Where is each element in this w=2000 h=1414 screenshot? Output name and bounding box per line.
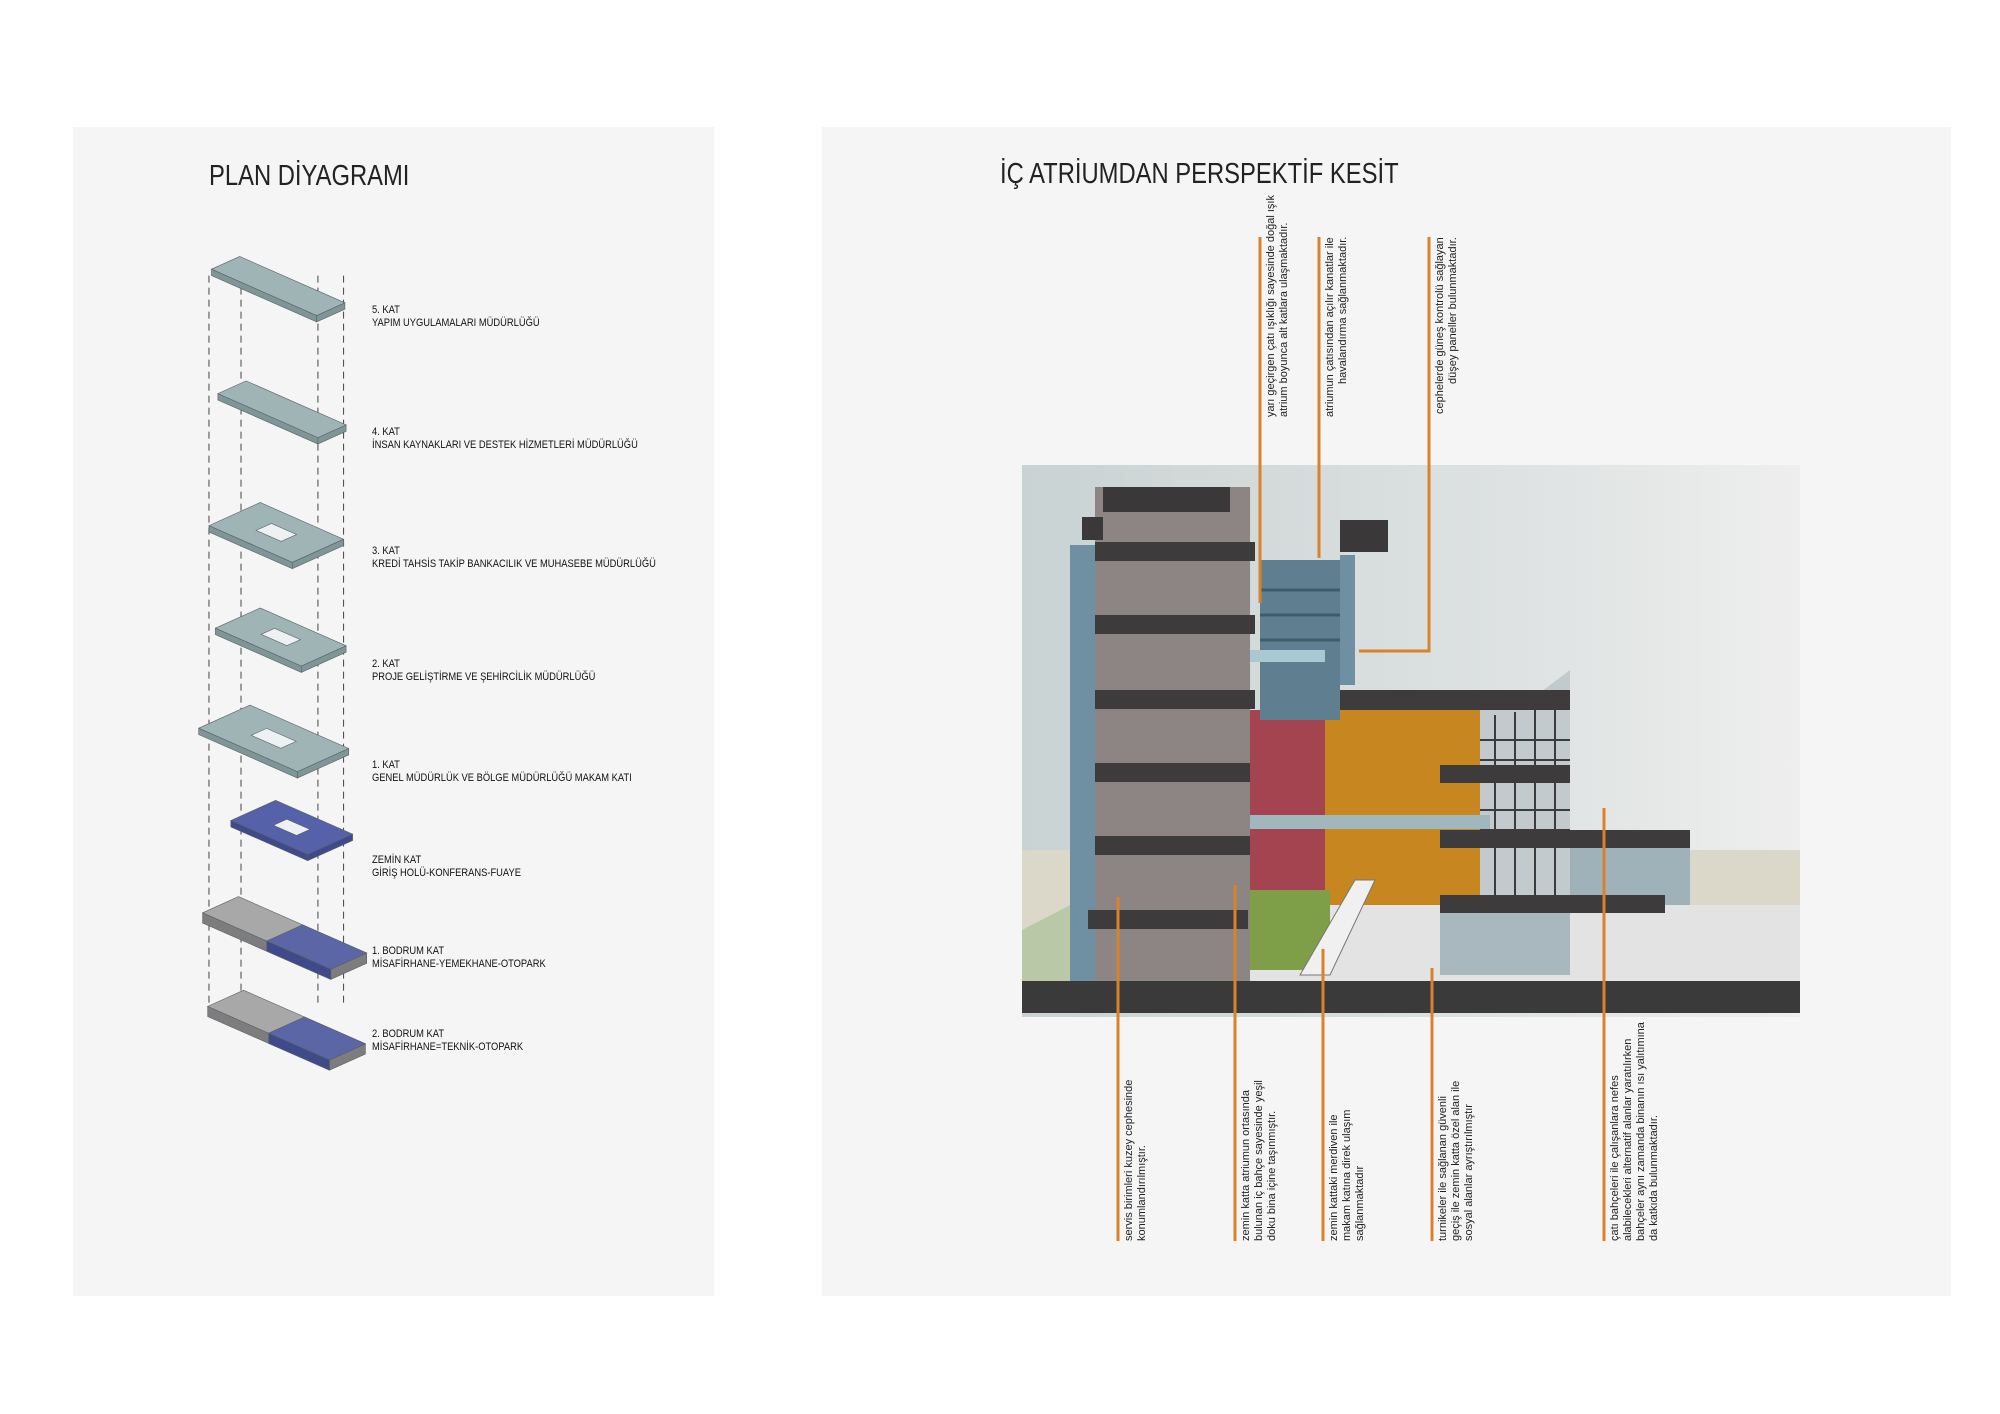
- roof-cap: [1103, 487, 1230, 512]
- basement-blue-side: [266, 940, 332, 980]
- atrium-balustrade: [1250, 650, 1325, 662]
- window-grid: [1480, 690, 1570, 900]
- atrium-void: [250, 728, 297, 749]
- slab: [1440, 765, 1570, 783]
- atrium-void: [255, 523, 298, 542]
- balcony-glass: [1250, 815, 1490, 829]
- ground-section-bar: [1022, 981, 1800, 1013]
- section-perspective-title: İÇ ATRİUMDAN PERSPEKTİF KESİT: [1000, 158, 1399, 190]
- floor-plate-1: [217, 380, 347, 438]
- atrium-void: [272, 818, 311, 836]
- roof-cap-left: [1082, 517, 1103, 540]
- atrium-column: [1340, 555, 1355, 685]
- roof-cap-right: [1340, 520, 1388, 552]
- stair: [1299, 879, 1376, 976]
- tower-side-blue: [1070, 545, 1095, 1000]
- slab: [1340, 690, 1570, 710]
- plan-diagram-panel: [73, 127, 714, 1296]
- floor-plate-0: [210, 256, 346, 316]
- annotation-skylight: yarı geçirgen çatı ışıklığı sayesinde do…: [1265, 195, 1290, 417]
- atrium-void: [260, 627, 302, 647]
- landscape-left: [1022, 900, 1080, 985]
- annotation-leader-lines: [1116, 237, 1606, 1241]
- slab: [1440, 830, 1690, 848]
- slab: [1440, 895, 1665, 913]
- plan-diagram-title: PLAN DİYAGRAMI: [209, 160, 410, 192]
- ground-canopy-glass: [1570, 840, 1690, 905]
- basement-blue-side: [268, 1032, 330, 1071]
- tower-floor-slabs: [1088, 542, 1255, 929]
- ground-floor-glazing: [1440, 905, 1570, 975]
